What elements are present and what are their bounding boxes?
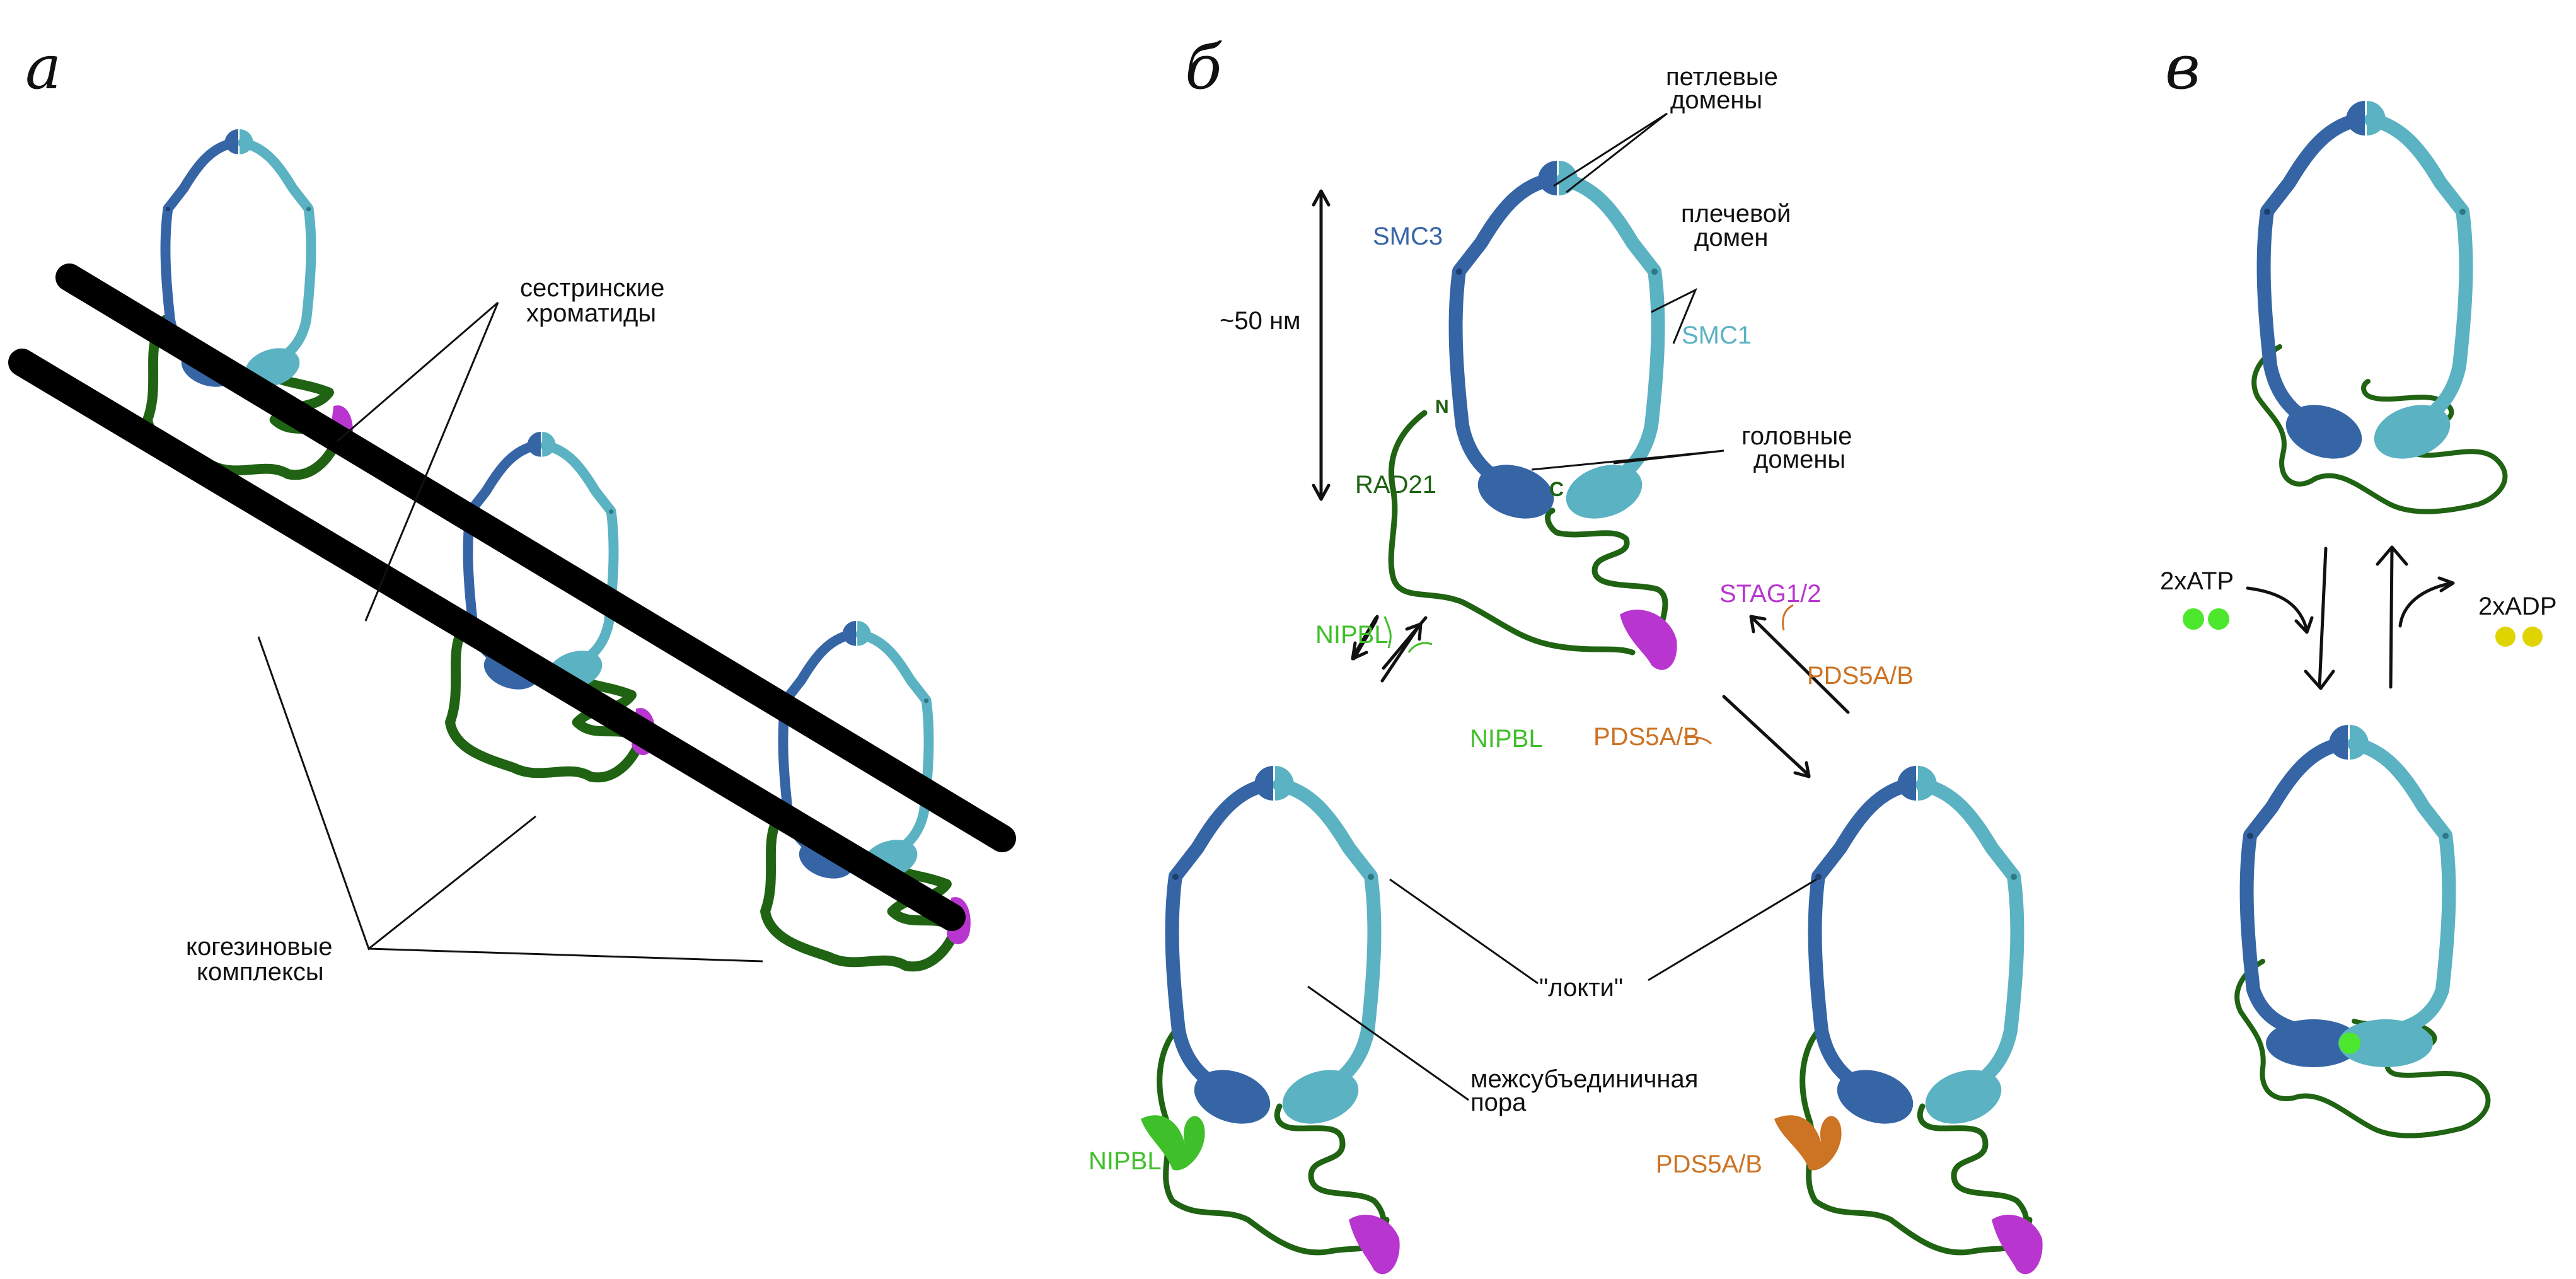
- label-shoulder-domain: плечевой: [1681, 200, 1791, 228]
- cohesin-open: [2251, 101, 2508, 514]
- cohesin-pds5: [1774, 766, 2043, 1275]
- label-pds5-in: PDS5A/B: [1593, 723, 1700, 751]
- label-cohesin-complexes: когезиновые: [186, 933, 333, 961]
- label-sister-chromatids-2: хроматиды: [526, 299, 656, 327]
- panel-letter-c: в: [2165, 32, 2200, 103]
- panel-letter-a: а: [25, 32, 61, 103]
- label-adp: 2xADP: [2478, 593, 2557, 620]
- panel-letter-b: б: [1185, 32, 1222, 103]
- label-head-domains: головные: [1741, 422, 1852, 450]
- label-loop-domains: петлевые: [1666, 63, 1778, 91]
- pds5-exchange-arrows: [1684, 604, 1850, 778]
- chromatid-1: [55, 263, 1016, 852]
- label-stag: STAG1/2: [1719, 580, 1822, 608]
- elbows-leader-left: [1389, 878, 1539, 985]
- elbows-leader-right: [1648, 878, 1817, 981]
- label-nipbl-in: NIPBL: [1315, 621, 1389, 649]
- pds5-protein: [1774, 1115, 1842, 1171]
- complexes-leader-b: [368, 947, 763, 963]
- pore-leader: [1307, 985, 1469, 1101]
- nipbl-exchange-arrows: [1351, 615, 1433, 683]
- stag-protein: [1992, 1214, 2043, 1275]
- shoulder-leader: [1651, 287, 1697, 344]
- label-shoulder-domain-2: домен: [1694, 224, 1768, 252]
- atp-molecule-2: [2208, 608, 2229, 630]
- label-pore-2: пора: [1470, 1089, 1527, 1116]
- cohesin-top: [1388, 161, 1677, 670]
- label-smc1: SMC1: [1682, 321, 1752, 349]
- atp-molecule-1: [2183, 608, 2204, 630]
- label-loop-domains-2: домены: [1670, 86, 1762, 114]
- label-sister-chromatids: сестринские: [520, 274, 664, 302]
- label-c-terminus: C: [1549, 478, 1564, 501]
- label-nipbl-bound: NIPBL: [1089, 1147, 1162, 1175]
- label-rad21: RAD21: [1355, 471, 1436, 499]
- label-elbows: "локти": [1539, 974, 1623, 1002]
- label-cohesin-complexes-2: комплексы: [197, 958, 324, 986]
- adp-molecule-2: [2522, 627, 2543, 647]
- label-nipbl-out: NIPBL: [1470, 725, 1543, 753]
- chromatids-leader: [337, 301, 499, 622]
- head-domains-leader: [1531, 449, 1724, 471]
- atp-cycle-arrows: [2246, 545, 2455, 690]
- stag-protein: [1349, 1214, 1400, 1275]
- complexes-leader-a: [257, 636, 536, 951]
- label-size-50nm: ~50 нм: [1220, 307, 1301, 335]
- label-pds5-out: PDS5A/B: [1807, 662, 1914, 690]
- nipbl-protein: [1141, 1115, 1205, 1171]
- panel-a-diagram: [8, 129, 1016, 972]
- adp-molecule-1: [2495, 627, 2515, 647]
- loop-domains-leader: [1553, 112, 1668, 194]
- label-smc3: SMC3: [1373, 223, 1443, 250]
- stag-protein: [1620, 610, 1677, 670]
- cohesin-closed: [2234, 725, 2491, 1138]
- bound-atp: [2339, 1033, 2360, 1054]
- cohesin-nipbl: [1141, 766, 1400, 1275]
- chromatid-2: [8, 349, 966, 931]
- label-atp: 2xATP: [2160, 567, 2234, 595]
- label-pds5-bound: PDS5A/B: [1656, 1150, 1762, 1178]
- label-head-domains-2: домены: [1753, 446, 1845, 473]
- label-pore: межсубъединичная: [1470, 1065, 1698, 1093]
- scale-bar: [1312, 189, 1331, 501]
- label-n-terminus: N: [1435, 396, 1449, 417]
